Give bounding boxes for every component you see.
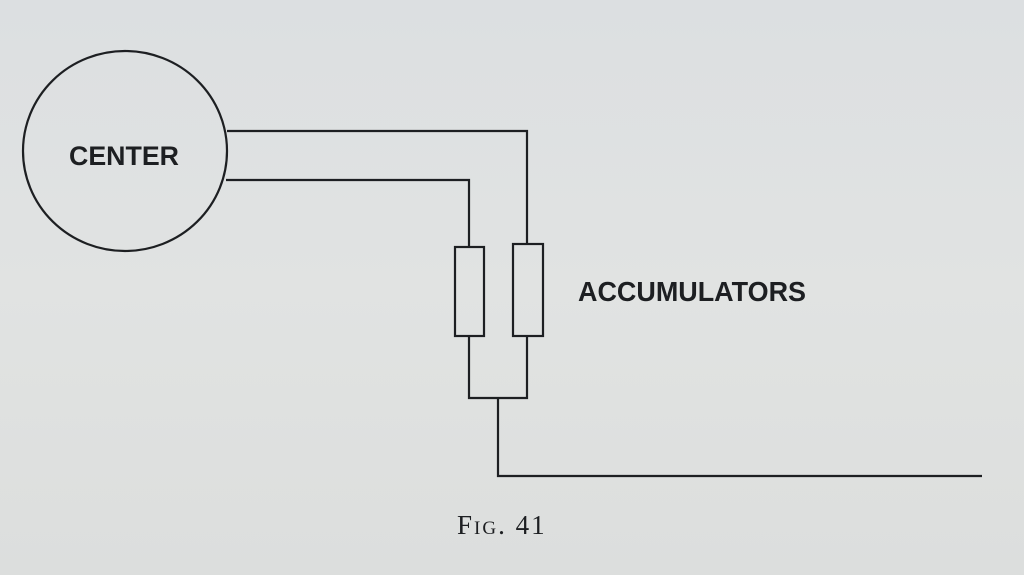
upper-wire (227, 129, 529, 244)
output-wire (496, 398, 982, 478)
center-label: CENTER (69, 141, 179, 171)
accumulators-label: ACCUMULATORS (578, 276, 806, 307)
accumulator-left (453, 245, 486, 338)
center-circle (21, 49, 229, 253)
accumulator-right (511, 242, 545, 338)
lower-wire (226, 178, 471, 247)
figure-caption: Fig. 41 (457, 510, 547, 540)
joining-wire (467, 336, 529, 400)
